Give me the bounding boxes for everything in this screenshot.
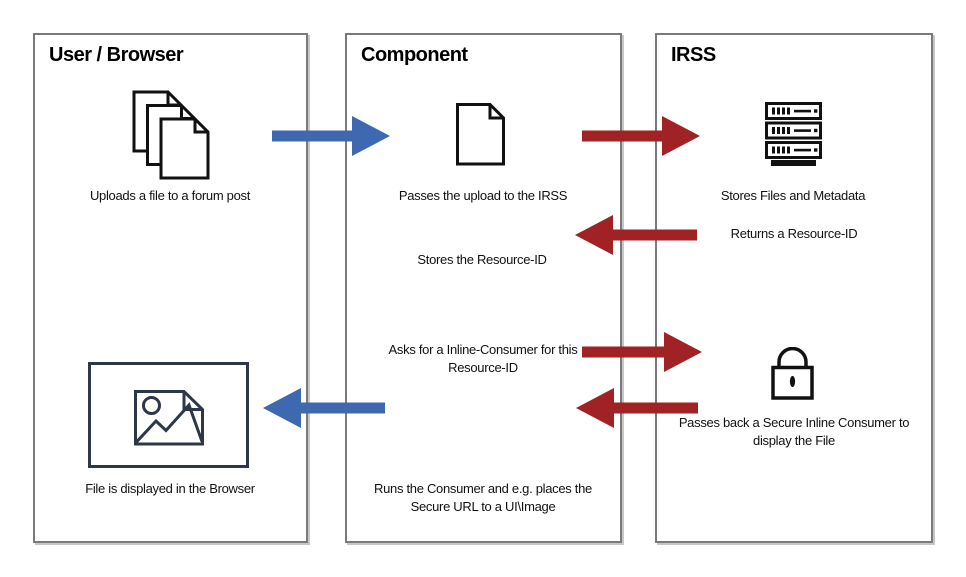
column-component: Component	[345, 33, 622, 543]
column-title-irss: IRSS	[671, 44, 716, 66]
label-passes-upload: Passes the upload to the IRSS	[398, 188, 568, 203]
lock-icon	[771, 347, 814, 400]
label-passes-back-consumer: Passes back a Secure Inline Consumer to …	[678, 415, 910, 448]
files-stack-icon	[132, 90, 210, 180]
arrow-user-to-component	[272, 116, 390, 156]
label-returns-resource-id: Returns a Resource-ID	[730, 226, 858, 241]
label-stores-files: Stores Files and Metadata	[720, 188, 866, 203]
label-runs-consumer: Runs the Consumer and e.g. places the Se…	[374, 481, 592, 514]
arrow-irss-to-component	[575, 215, 697, 255]
label-uploads-file: Uploads a file to a forum post	[89, 188, 251, 203]
label-stores-resource-id: Stores the Resource-ID	[417, 252, 547, 267]
arrow-component-to-user	[263, 388, 385, 428]
arrow-irss-to-component-2	[576, 388, 698, 428]
keyhole	[789, 375, 796, 388]
document-icon	[456, 103, 505, 166]
label-asks-inline-consumer: Asks for a Inline-Consumer for this Reso…	[388, 342, 578, 375]
server-icon	[765, 102, 822, 166]
image-file-icon	[134, 390, 204, 446]
arrow-component-to-irss-2	[582, 332, 702, 372]
column-title-user-browser: User / Browser	[49, 44, 184, 66]
arrow-component-to-irss	[582, 116, 700, 156]
column-title-component: Component	[361, 44, 468, 66]
label-file-displayed: File is displayed in the Browser	[85, 481, 255, 496]
